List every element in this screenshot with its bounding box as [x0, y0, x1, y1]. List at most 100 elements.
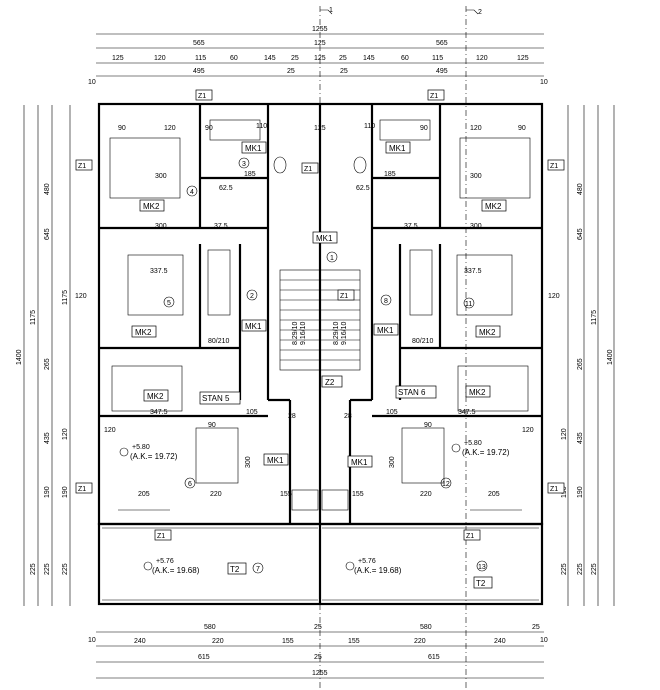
interior-dim: 120 — [470, 125, 482, 132]
section-marker-1: 1 — [320, 7, 333, 15]
dining-table-right — [401, 427, 445, 484]
dim-left-seg: 645 — [44, 228, 51, 240]
dim-bottom-total: 1255 — [312, 670, 328, 677]
interior-dim: 205 — [138, 491, 150, 498]
dim-right-terrace: 225 — [591, 563, 598, 575]
stair-note: 8.29/10 — [333, 322, 340, 345]
dim-right-total: 1400 — [607, 349, 614, 365]
dim-right-seg: 120 — [561, 428, 568, 440]
dim-bottom-seg: 240 — [134, 638, 146, 645]
dim-top-seg: 120 — [476, 55, 488, 62]
dim-left-building: 1175 — [30, 310, 37, 325]
bed-right-top — [459, 137, 531, 199]
dim-right-seg: 435 — [577, 432, 584, 444]
building-walls — [97, 102, 544, 606]
interior-dim: 120 — [164, 125, 176, 132]
sofa-left — [111, 365, 183, 412]
interior-dim: 37.5 — [214, 223, 228, 230]
staircase: 8.29/10 9.16/10 8.29/10 9.16/10 — [279, 269, 361, 371]
dim-top-total: 1255 — [312, 26, 328, 33]
dim-top-left-half: 565 — [193, 40, 205, 47]
interior-dim: 300 — [155, 223, 167, 230]
dim-bottom-seg: 580 — [420, 624, 432, 631]
dim-bottom-seg: 25 — [314, 624, 322, 631]
dining-table-left — [195, 427, 239, 484]
interior-dim: 80/210 — [412, 338, 434, 345]
flat-labels: STAN 5 STAN 6 — [199, 385, 437, 405]
room-number: 5 — [167, 300, 171, 307]
dim-left-seg: 225 — [62, 563, 69, 575]
dim-bottom-seg: 580 — [204, 624, 216, 631]
dim-left-seg: 265 — [44, 358, 51, 370]
window-tag: Z1 — [304, 166, 312, 173]
interior-dim: 347.5 — [150, 409, 168, 416]
interior-dim: 90 — [208, 422, 216, 429]
bathtub-right — [379, 119, 431, 141]
interior-dim: 185 — [244, 171, 256, 178]
interior-dim: 28 — [344, 413, 352, 420]
interior-dim: 337.5 — [150, 268, 168, 275]
dim-bottom-seg: 25 — [532, 624, 540, 631]
window-tag: Z1 — [466, 533, 474, 540]
section-marker-2: 2 — [466, 9, 482, 16]
interior-dim: 62.5 — [356, 185, 370, 192]
dim-bottom-seg: 10 — [540, 637, 548, 644]
level-value: +5.76 — [156, 558, 174, 565]
dim-left-total: 1400 — [16, 349, 23, 365]
dim-top-seg: 25 — [287, 68, 295, 75]
left-dimension-chains: 1400 1175 225 480 645 265 435 190 225 11… — [16, 105, 87, 606]
interior-dim: 300 — [245, 456, 252, 468]
interior-dim: 37.5 — [404, 223, 418, 230]
dim-top-seg: 495 — [436, 68, 448, 75]
dim-left-seg: 120 — [62, 428, 69, 440]
room-number: 8 — [384, 298, 388, 305]
right-dimension-chains: 1400 1175 225 480 645 265 435 190 225 12… — [548, 105, 615, 606]
dim-left-seg: 480 — [44, 183, 51, 195]
dim-right-building: 1175 — [591, 310, 598, 325]
interior-dim: 300 — [470, 223, 482, 230]
interior-dim: 105 — [246, 409, 258, 416]
interior-dim: 90 — [118, 125, 126, 132]
room-numbers: 1 2 3 4 5 6 7 8 11 12 13 — [163, 157, 488, 574]
dim-left-seg: 190 — [62, 486, 69, 498]
bed-left-top — [109, 137, 181, 199]
interior-dim: 62.5 — [219, 185, 233, 192]
dim-right-seg: 645 — [577, 228, 584, 240]
dim-top-seg: 125 — [517, 55, 529, 62]
interior-dim: 155 — [352, 491, 364, 498]
window-tag: Z1 — [550, 163, 558, 170]
room-number: 13 — [478, 564, 486, 571]
level-value: +5.80 — [464, 440, 482, 447]
dim-bottom-seg: 240 — [494, 638, 506, 645]
dim-top-seg: 10 — [88, 79, 96, 86]
interior-dim: 120 — [522, 427, 534, 434]
dim-left-seg: 190 — [44, 486, 51, 498]
dim-top-seg: 115 — [432, 55, 443, 62]
level-value: +5.76 — [358, 558, 376, 565]
wardrobe-right — [409, 249, 433, 316]
dim-left-terrace: 225 — [30, 563, 37, 575]
window-tag: Z1 — [157, 533, 165, 540]
window-tag: Z1 — [198, 93, 206, 100]
interior-dimensions: 90 120 90 110 125 110 90 120 90 300 300 … — [104, 123, 534, 498]
interior-dim: 347.5 — [458, 409, 476, 416]
bottom-dimension-chains: 10 580 25 580 25 10 240 220 155 155 220 … — [88, 624, 548, 679]
dim-top-seg: 25 — [339, 55, 347, 62]
room-tag: MK1 — [267, 456, 284, 465]
dim-top-seg: 10 — [540, 79, 548, 86]
interior-dim: 300 — [389, 456, 396, 468]
dim-right-seg: 225 — [577, 563, 584, 575]
room-tag: MK2 — [135, 328, 152, 337]
window-tag: Z1 — [430, 93, 438, 100]
room-tag: MK1 — [316, 234, 333, 243]
bed-right-middle — [456, 254, 513, 316]
interior-dim: 205 — [488, 491, 500, 498]
room-number: 12 — [442, 481, 450, 488]
dim-bottom-seg: 155 — [282, 638, 294, 645]
interior-dim: 90 — [424, 422, 432, 429]
interior-dim: 105 — [386, 409, 398, 416]
level-value: +5.80 — [132, 444, 150, 451]
flat-label-stan-6: STAN 6 — [398, 388, 426, 397]
room-tag: MK2 — [479, 328, 496, 337]
interior-dim: 90 — [518, 125, 526, 132]
